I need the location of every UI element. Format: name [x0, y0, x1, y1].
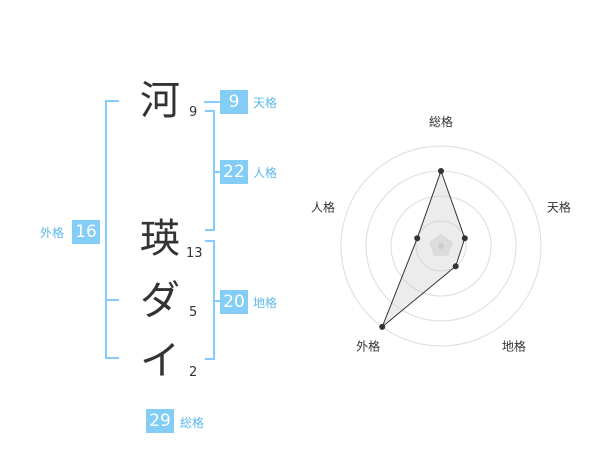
gaikaku-label: 外格 [40, 226, 65, 240]
name-char-2: 瑛 [140, 216, 180, 262]
radar-point-3 [379, 323, 386, 330]
radar-ring-1 [415, 220, 467, 272]
jinkaku-badge: 22 [220, 160, 248, 184]
gaikaku-badge: 16 [72, 220, 100, 244]
name-char-4: イ [140, 338, 180, 384]
soukaku-badge: 29 [146, 409, 174, 433]
gaikaku-bracket-top [105, 100, 119, 102]
gaikaku-bracket-mid [105, 299, 119, 301]
stroke-count-3: 5 [189, 305, 198, 320]
jinkaku-bracket-bottom [205, 229, 215, 231]
stroke-count-4: 2 [189, 365, 198, 380]
chikaku-badge: 20 [220, 290, 248, 314]
jinkaku-bracket-top [205, 110, 215, 112]
radar-point-4 [414, 235, 421, 242]
chikaku-bracket-top [205, 240, 215, 242]
radar-center-dot [438, 243, 444, 249]
gaikaku-bracket-bottom [105, 357, 119, 359]
chikaku-connector [213, 300, 220, 302]
stroke-count-1: 9 [189, 105, 198, 120]
radar-data-area [381, 169, 466, 328]
gaikaku-bracket-vertical [105, 100, 107, 359]
chikaku-label: 地格 [253, 296, 278, 310]
radar-point-0 [438, 168, 444, 174]
radar-rings [340, 145, 542, 347]
name-char-1: 河 [140, 78, 180, 124]
soukaku-label: 総格 [180, 416, 205, 430]
radar-ring-2 [390, 195, 492, 297]
jinkaku-label: 人格 [253, 166, 278, 180]
stroke-count-2: 13 [186, 246, 203, 261]
tenkaku-badge: 9 [220, 90, 248, 114]
tenkaku-connector [204, 101, 220, 103]
radar-axis-label-1: 天格 [547, 200, 571, 215]
radar-ring-4 [340, 145, 542, 347]
jinkaku-bracket-vertical [213, 110, 215, 231]
jinkaku-connector [213, 171, 220, 173]
radar-axis-label-3: 外格 [356, 338, 380, 353]
radar-point-2 [452, 263, 459, 270]
radar-point-1 [461, 235, 468, 242]
radar-points [379, 168, 468, 330]
radar-axis-label-2: 地格 [502, 338, 526, 353]
radar-axis-label-4: 人格 [311, 200, 335, 215]
name-char-3: ダ [140, 278, 180, 324]
tenkaku-label: 天格 [253, 96, 278, 110]
radar-axis-label-0: 総格 [429, 114, 453, 129]
chikaku-bracket-bottom [205, 358, 215, 360]
